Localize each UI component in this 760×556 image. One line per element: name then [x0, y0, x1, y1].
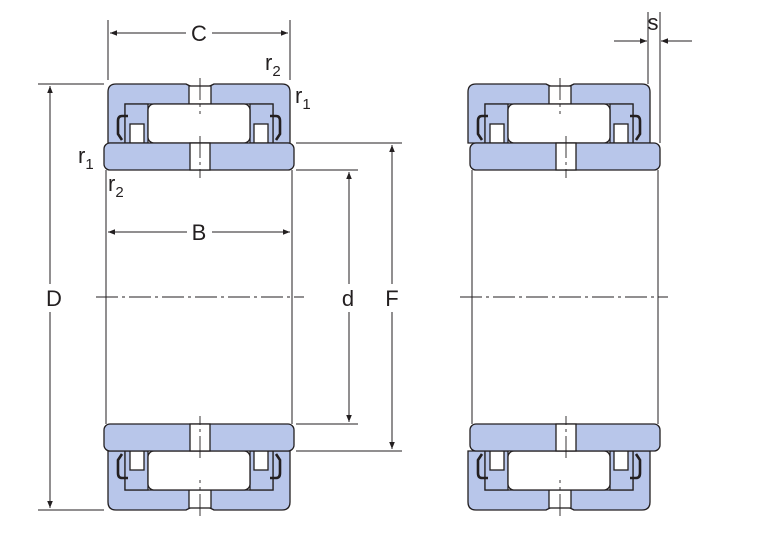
label-B: B: [192, 220, 207, 245]
radius-subscript: 2: [272, 63, 280, 80]
dimension-s: s: [614, 10, 692, 143]
dimension-d: d: [296, 169, 358, 425]
label-d: d: [342, 286, 354, 311]
dimension-B: B: [108, 220, 290, 245]
radius-symbol: r: [265, 50, 272, 75]
dimension-C: C: [107, 20, 291, 80]
dimension-D: D: [38, 83, 104, 511]
outer-ring-bottom: [106, 449, 292, 518]
radius-label-r2-top: r2: [265, 50, 281, 80]
right-bearing-view: [460, 76, 668, 518]
radius-label-r1-left: r1: [78, 143, 94, 173]
label-C: C: [191, 21, 207, 46]
outer-ring-top: [466, 76, 652, 145]
outer-ring-top: [106, 76, 292, 145]
label-D: D: [46, 286, 62, 311]
outer-ring-bottom: [466, 449, 652, 518]
radius-symbol: r: [108, 171, 115, 196]
dimension-F: F: [296, 142, 402, 452]
radius-subscript: 1: [85, 156, 93, 173]
radius-symbol: r: [295, 83, 302, 108]
left-bearing-view: [96, 76, 304, 518]
label-F: F: [385, 286, 398, 311]
label-s: s: [648, 10, 659, 35]
radius-symbol: r: [78, 143, 85, 168]
radius-label-r2-left: r2: [108, 171, 124, 201]
radius-label-r1-top: r1: [295, 83, 311, 113]
radius-subscript: 2: [115, 184, 123, 201]
radius-subscript: 1: [302, 96, 310, 113]
